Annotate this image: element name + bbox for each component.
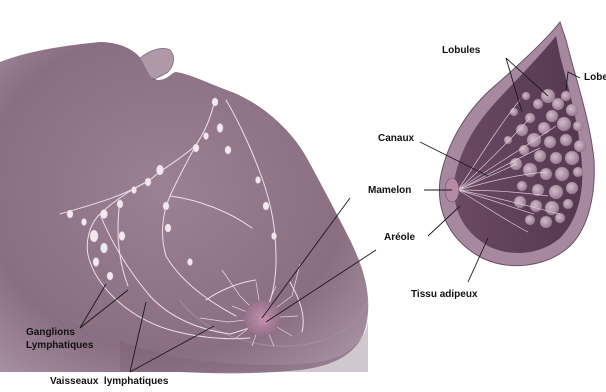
torso-silhouette (0, 42, 368, 373)
label-lobe: Lobe (584, 72, 606, 84)
label-mamelon: Mamelon (368, 185, 411, 197)
nipple-left (259, 315, 269, 325)
breast-section-illustration (439, 22, 594, 266)
label-vaisseaux-lymphatiques: Vaisseaux lymphatiques (50, 376, 168, 388)
label-areole: Aréole (384, 232, 415, 244)
label-ganglions: Ganglions (26, 327, 75, 339)
torso-illustration (0, 42, 368, 373)
label-lobules: Lobules (442, 45, 480, 57)
label-tissu-adipeux: Tissu adipeux (411, 289, 478, 301)
label-lymphatiques: Lymphatiques (26, 340, 93, 352)
label-canaux: Canaux (378, 133, 414, 145)
